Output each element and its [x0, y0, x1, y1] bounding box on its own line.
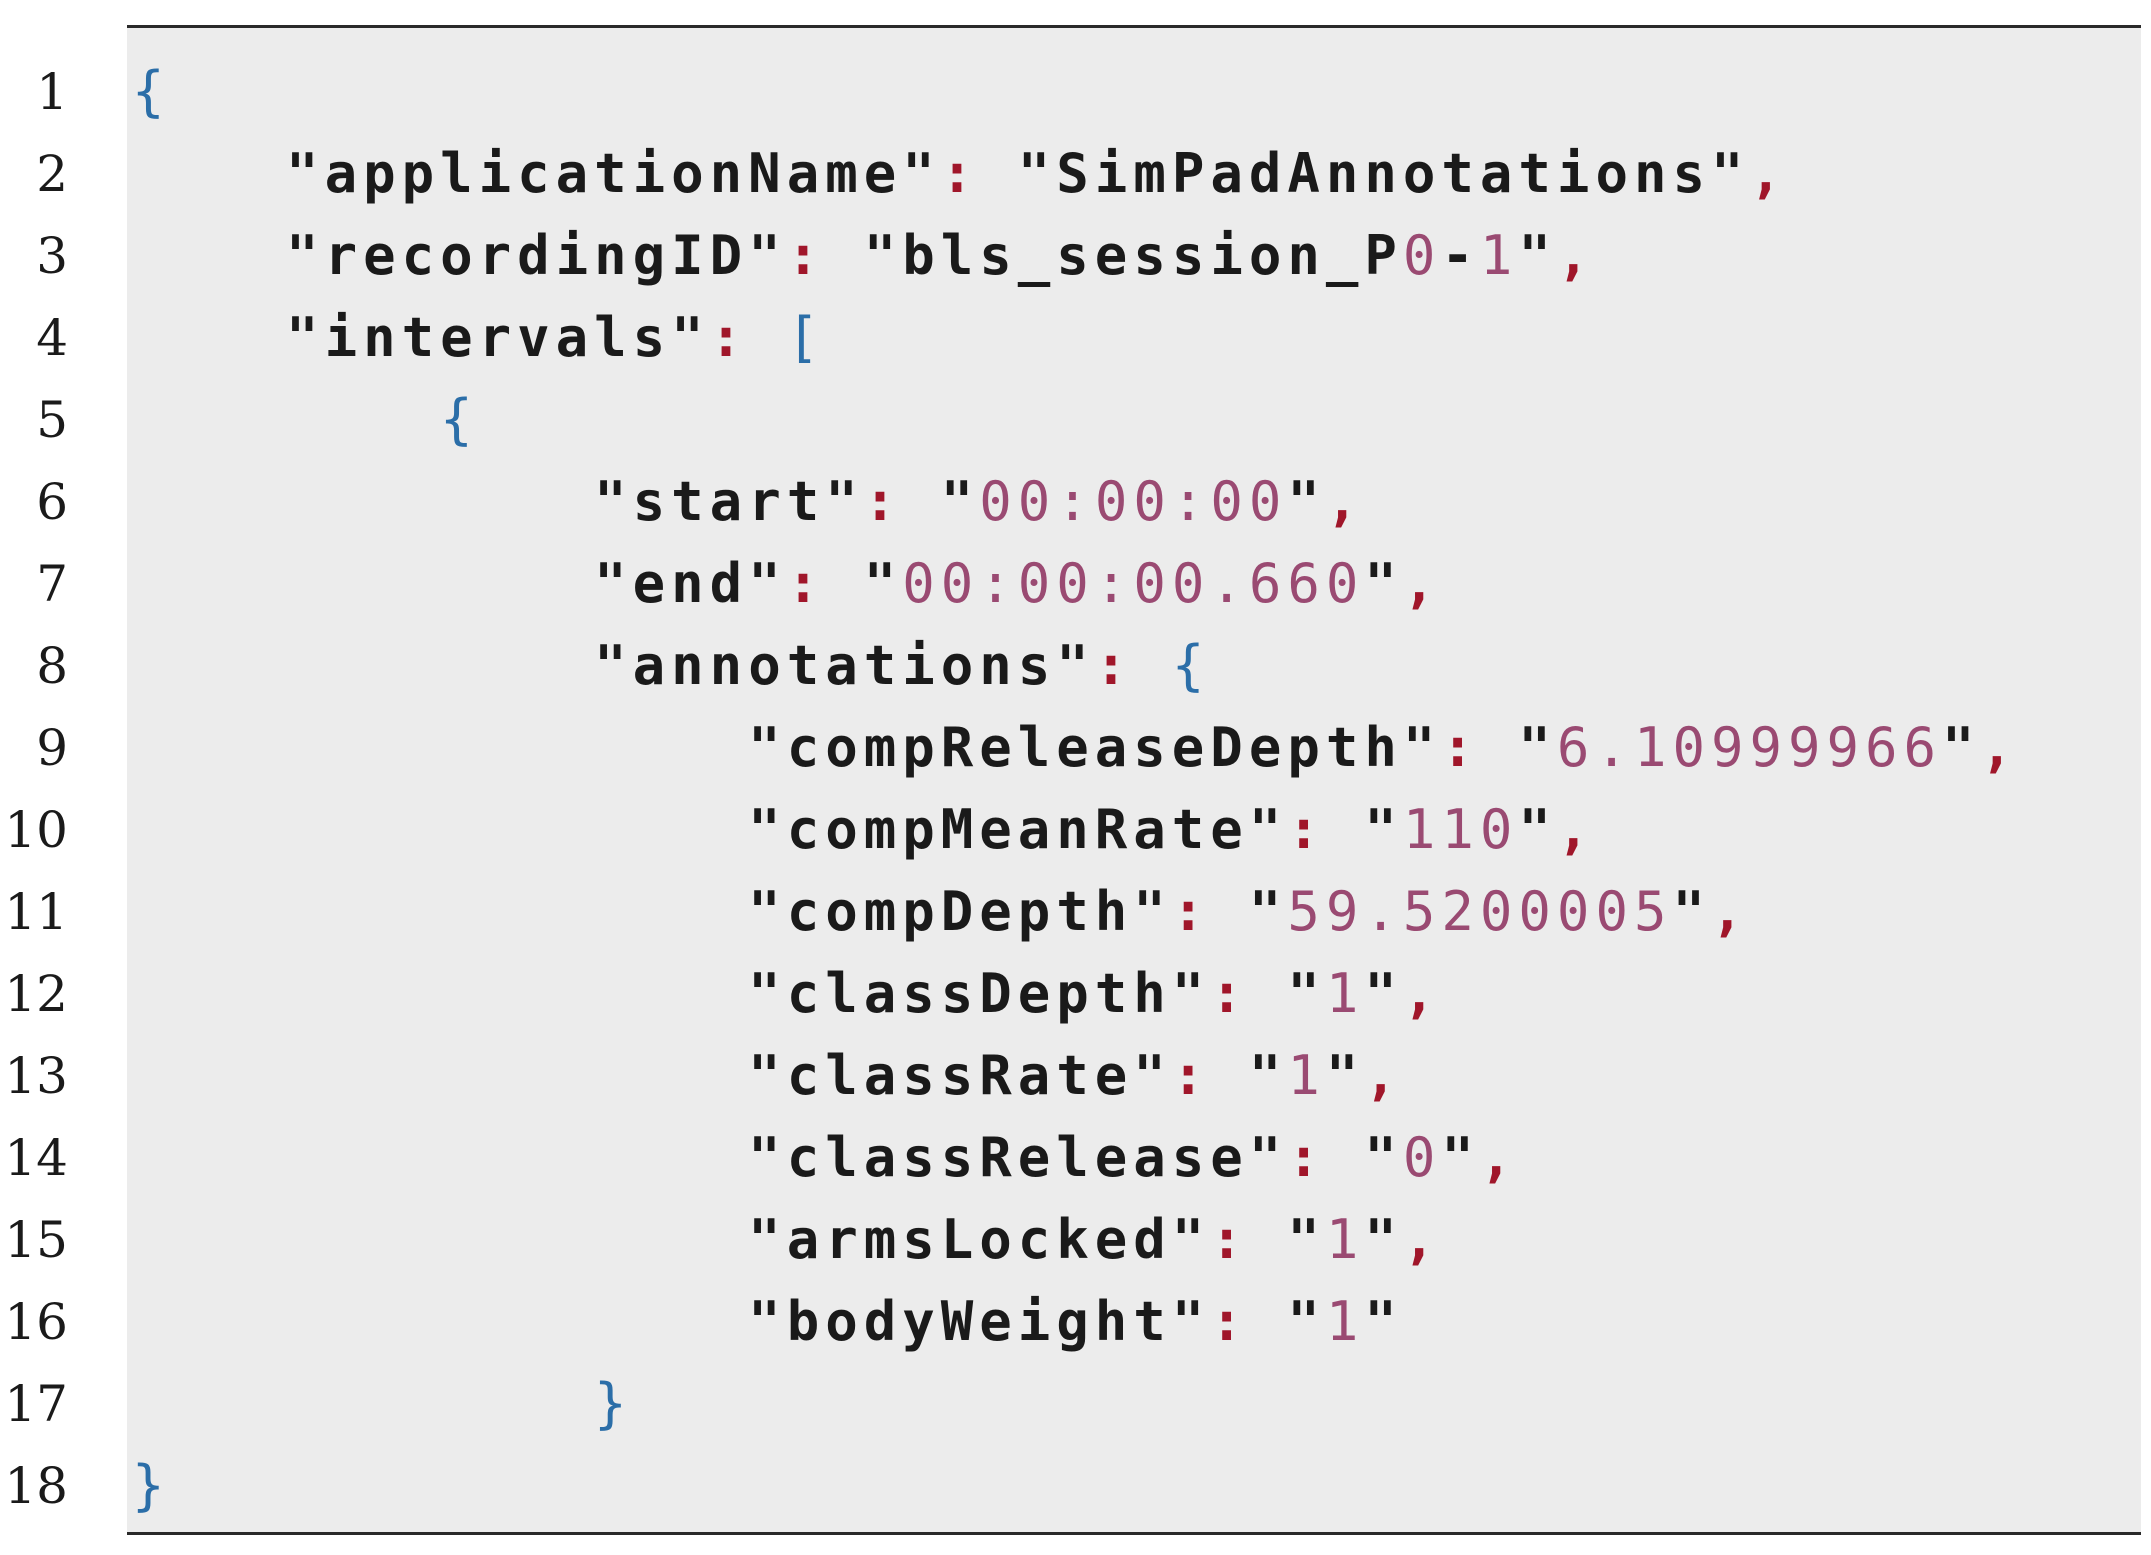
close-brace: } [594, 1372, 633, 1435]
code-line-16: 16 "bodyWeight": "1" [0, 1281, 2151, 1363]
line-number: 1 [36, 63, 68, 121]
json-number: 1 [1287, 1044, 1326, 1107]
json-number: 1 [1479, 224, 1519, 287]
line-number: 8 [36, 637, 68, 695]
json-key: intervals [324, 306, 672, 369]
line-number: 16 [4, 1293, 68, 1351]
close-brace: } [132, 1454, 171, 1517]
json-number: 6.10999966 [1556, 716, 1943, 779]
json-number: 59.5200005 [1287, 880, 1673, 943]
json-number: 0 [1402, 224, 1442, 287]
code-text: "classRelease": "0", [748, 1126, 1519, 1189]
code-line-14: 14 "classRelease": "0", [0, 1117, 2151, 1199]
json-key: compDepth [786, 880, 1134, 943]
code-line-1: 1 { [0, 51, 2151, 133]
json-value: - [1441, 224, 1480, 287]
code-text: "bodyWeight": "1" [748, 1290, 1403, 1353]
code-background [127, 25, 2141, 1535]
code-text: "recordingID": "bls_session_P0-1", [286, 224, 1596, 287]
code-line-12: 12 "classDepth": "1", [0, 953, 2151, 1035]
code-text: "classDepth": "1", [748, 962, 1442, 1025]
code-line-13: 13 "classRate": "1", [0, 1035, 2151, 1117]
json-key: classRate [786, 1044, 1134, 1107]
json-number: 1 [1325, 1208, 1365, 1271]
code-line-7: 7 "end": "00:00:00.660", [0, 543, 2151, 625]
line-number: 3 [36, 227, 68, 285]
code-line-8: 8 "annotations": { [0, 625, 2151, 707]
code-text: "start": "00:00:00", [594, 470, 1365, 533]
json-number: 00:00:00.660 [902, 552, 1365, 615]
code-text: "classRate": "1", [748, 1044, 1403, 1107]
json-key: end [632, 552, 749, 615]
code-text: "intervals": [ [286, 306, 826, 369]
json-key: applicationName [324, 142, 903, 205]
code-text: "end": "00:00:00.660", [594, 552, 1442, 615]
code-line-15: 15 "armsLocked": "1", [0, 1199, 2151, 1281]
code-line-6: 6 "start": "00:00:00", [0, 461, 2151, 543]
line-number: 14 [4, 1129, 68, 1187]
json-number: 110 [1402, 798, 1519, 861]
json-key: compMeanRate [786, 798, 1249, 861]
code-text: } [132, 1445, 171, 1527]
code-text: "armsLocked": "1", [748, 1208, 1442, 1271]
line-number: 4 [36, 309, 68, 367]
code-line-5: 5 { [0, 379, 2151, 461]
line-number: 18 [4, 1457, 68, 1515]
code-text: "applicationName": "SimPadAnnotations", [286, 142, 1789, 205]
json-key: recordingID [324, 224, 749, 287]
code-line-10: 10 "compMeanRate": "110", [0, 789, 2151, 871]
code-line-9: 9 "compReleaseDepth": "6.10999966", [0, 707, 2151, 789]
json-key: compReleaseDepth [786, 716, 1403, 779]
json-key: bodyWeight [786, 1290, 1172, 1353]
json-key: armsLocked [786, 1208, 1172, 1271]
json-key: classDepth [786, 962, 1172, 1025]
code-text: "compDepth": "59.5200005", [748, 880, 1750, 943]
line-number: 11 [4, 883, 68, 941]
code-line-11: 11 "compDepth": "59.5200005", [0, 871, 2151, 953]
open-brace: { [1171, 634, 1211, 697]
json-key: annotations [632, 634, 1057, 697]
line-number: 12 [4, 965, 68, 1023]
code-text: } [132, 1363, 633, 1445]
code-text: "compReleaseDepth": "6.10999966", [748, 716, 2020, 779]
code-text: "annotations": { [594, 634, 1211, 697]
line-number: 9 [36, 719, 68, 777]
line-number: 15 [4, 1211, 68, 1269]
json-value: bls_session_P [902, 224, 1403, 287]
json-key: start [632, 470, 826, 533]
json-number: 1 [1325, 1290, 1365, 1353]
line-number: 2 [36, 145, 68, 203]
json-key: classRelease [786, 1126, 1249, 1189]
code-line-18: 18 } [0, 1445, 2151, 1527]
line-number: 17 [4, 1375, 68, 1433]
json-number: 00:00:00 [979, 470, 1288, 533]
line-number: 5 [36, 391, 68, 449]
line-number: 10 [4, 801, 68, 859]
line-number: 6 [36, 473, 68, 531]
json-number: 1 [1325, 962, 1365, 1025]
line-number: 13 [4, 1047, 68, 1105]
code-line-3: 3 "recordingID": "bls_session_P0-1", [0, 215, 2151, 297]
code-text: { [132, 379, 479, 461]
json-value: SimPadAnnotations [1056, 142, 1711, 205]
code-line-2: 2 "applicationName": "SimPadAnnotations"… [0, 133, 2151, 215]
open-brace: { [132, 60, 171, 123]
code-line-4: 4 "intervals": [ [0, 297, 2151, 379]
code-text: "compMeanRate": "110", [748, 798, 1596, 861]
code-text: { [132, 51, 171, 133]
line-number: 7 [36, 555, 68, 613]
code-line-17: 17 } [0, 1363, 2151, 1445]
open-bracket: [ [786, 306, 826, 369]
json-number: 0 [1402, 1126, 1442, 1189]
open-brace: { [440, 388, 479, 451]
